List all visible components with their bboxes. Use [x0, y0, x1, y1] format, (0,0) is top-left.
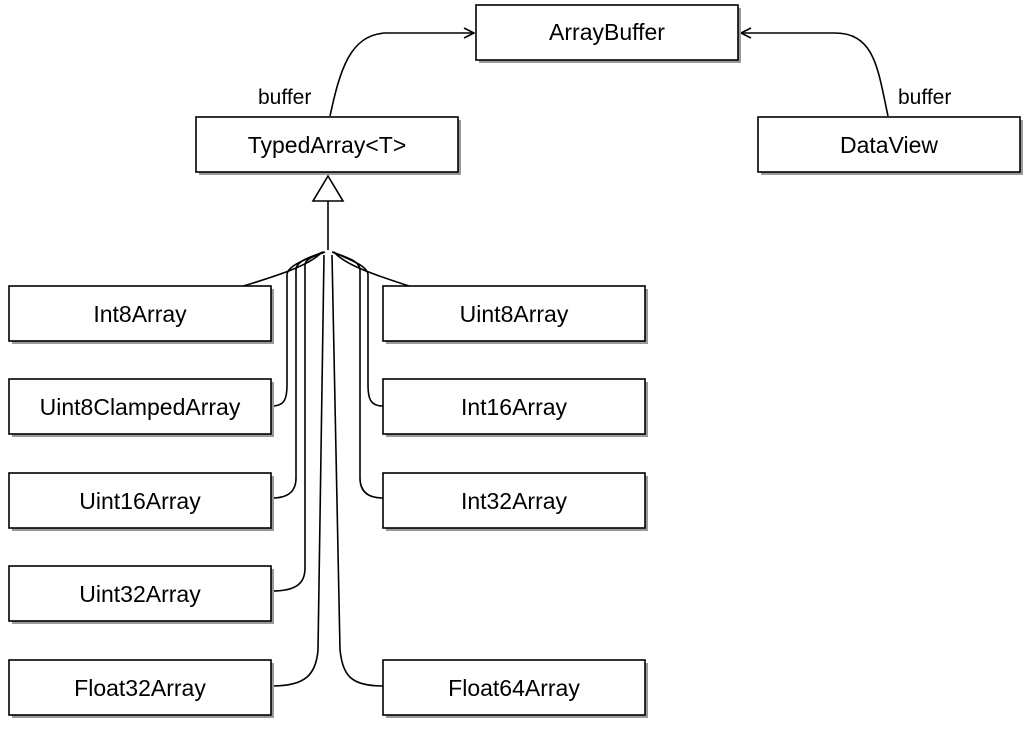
int16array-label: Int16Array [461, 394, 568, 420]
int32array-label: Int32Array [461, 488, 568, 514]
typedarray-label: TypedArray<T> [248, 132, 407, 158]
arraybuffer-label: ArrayBuffer [549, 19, 665, 45]
uint32array-box: Uint32Array [8, 565, 274, 624]
dataview-box: DataView [757, 116, 1023, 175]
inheritance-connector [311, 174, 345, 250]
float32array-inheritance-line [271, 254, 325, 687]
int8array-label: Int8Array [93, 301, 187, 327]
int32array-inheritance-line [331, 251, 384, 499]
dataview-label: DataView [840, 132, 938, 158]
typedarray-buffer-label: buffer [258, 86, 311, 109]
inheritance-triangle-icon [311, 174, 345, 202]
int16array-box: Int16Array [382, 378, 648, 437]
uint8clampedarray-label: Uint8ClampedArray [40, 394, 241, 420]
typedarray-buffer-edge [329, 33, 474, 117]
uint16array-box: Uint16Array [8, 472, 274, 531]
float32array-label: Float32Array [74, 675, 206, 701]
uint8array-label: Uint8Array [460, 301, 569, 327]
uint8clampedarray-box: Uint8ClampedArray [8, 378, 274, 437]
float64array-label: Float64Array [448, 675, 580, 701]
inheritance-lines [239, 251, 413, 687]
uint8array-box: Uint8Array [382, 285, 648, 344]
uint16array-label: Uint16Array [79, 488, 201, 514]
uint32array-label: Uint32Array [79, 581, 201, 607]
uint32array-inheritance-line [271, 251, 326, 592]
int8array-box: Int8Array [8, 285, 274, 344]
float64array-inheritance-line [331, 254, 384, 687]
uint8array-inheritance-line [333, 251, 413, 288]
float32array-box: Float32Array [8, 659, 274, 718]
int32array-box: Int32Array [382, 472, 648, 531]
dataview-buffer-label: buffer [898, 86, 951, 109]
int8array-inheritance-line [239, 251, 323, 288]
float64array-box: Float64Array [382, 659, 648, 718]
dataview-buffer-edge [741, 33, 889, 117]
typedarray-box: TypedArray<T> [195, 116, 461, 175]
arraybuffer-box: ArrayBuffer [475, 4, 741, 63]
uint16array-inheritance-line [271, 251, 325, 499]
